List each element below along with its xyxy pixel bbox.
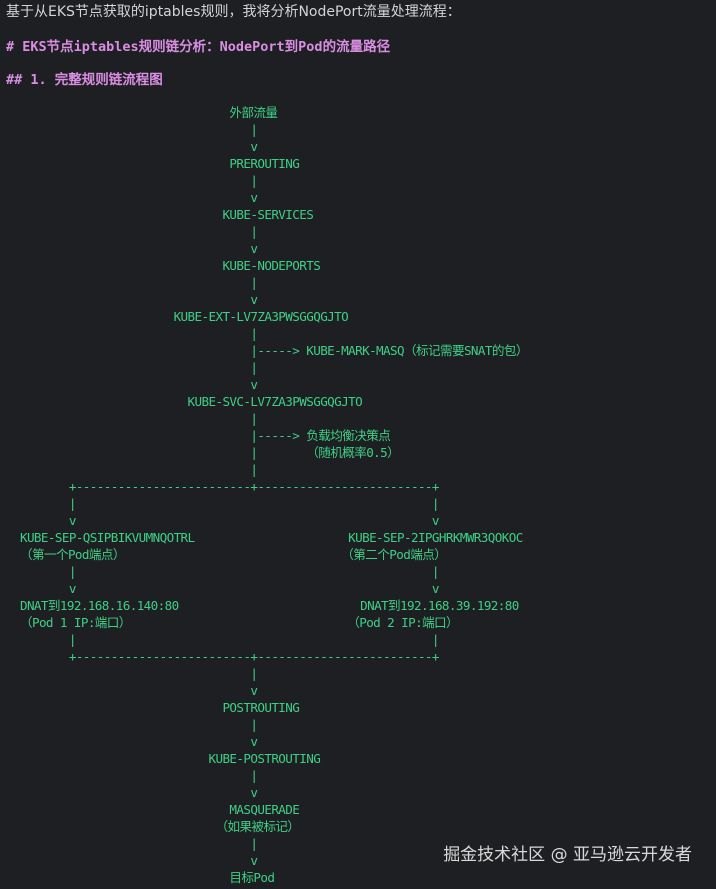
diagram-line: | [6, 666, 258, 681]
diagram-line: v [6, 785, 258, 800]
diagram-line: v v [6, 513, 440, 528]
diagram-line: v [6, 241, 258, 256]
diagram-line: KUBE-SEP-QSIPBIKVUMNQOTRL KUBE-SEP-2IPGH… [6, 530, 523, 545]
diagram-line: KUBE-SERVICES [6, 207, 314, 222]
diagram-line: 外部流量 [6, 105, 278, 120]
diagram-line: | | [6, 632, 440, 647]
diagram-line: v [6, 377, 258, 392]
diagram-line: MASQUERADE [6, 802, 300, 817]
diagram-line: | [6, 224, 258, 239]
diagram-line: v [6, 292, 258, 307]
diagram-line: v [6, 853, 258, 868]
diagram-line: （第一个Pod端点） （第二个Pod端点） [6, 547, 447, 562]
diagram-line: +-------------------------+-------------… [6, 649, 440, 664]
diagram-line: DNAT到192.168.16.140:80 DNAT到192.168.39.1… [6, 598, 519, 613]
diagram-line: v [6, 683, 258, 698]
diagram-line: （如果被标记） [6, 819, 300, 834]
diagram-line: | [6, 462, 258, 477]
diagram-line: KUBE-NODEPORTS [6, 258, 321, 273]
intro-text: 基于从EKS节点获取的iptables规则，我将分析NodePort流量处理流程… [6, 4, 461, 20]
diagram-line: | [6, 173, 258, 188]
diagram-line: KUBE-POSTROUTING [6, 751, 321, 766]
diagram-line: | | [6, 564, 440, 579]
diagram-line: |-----> KUBE-MARK-MASQ（标记需要SNAT的包） [6, 343, 528, 358]
diagram-line: |-----> 负载均衡决策点 [6, 428, 391, 443]
diagram-line: KUBE-SVC-LV7ZA3PWSGGQGJTO [6, 394, 363, 409]
diagram-line: | | [6, 496, 440, 511]
diagram-line: POSTROUTING [6, 700, 300, 715]
diagram-line: | [6, 768, 258, 783]
diagram-line: v [6, 139, 258, 154]
diagram-line: +-------------------------+-------------… [6, 479, 440, 494]
diagram-line: | [6, 411, 258, 426]
diagram-line: | [6, 326, 258, 341]
diagram-line: v [6, 734, 258, 749]
diagram-line: KUBE-EXT-LV7ZA3PWSGGQGJTO [6, 309, 349, 324]
diagram-line: | （随机概率0.5） [6, 445, 400, 460]
diagram-line: | [6, 836, 258, 851]
diagram-line: | [6, 122, 258, 137]
diagram-line: | [6, 717, 258, 732]
diagram-line: （Pod 1 IP:端口） （Pod 2 IP:端口） [6, 615, 459, 630]
flow-diagram: 外部流量 | v PREROUTING | v [6, 104, 529, 886]
diagram-line: v v [6, 581, 440, 596]
diagram-line: 目标Pod [6, 870, 275, 885]
heading-section-1: ## 1. 完整规则链流程图 [6, 72, 163, 88]
diagram-line: v [6, 190, 258, 205]
heading-main: # EKS节点iptables规则链分析：NodePort到Pod的流量路径 [6, 39, 391, 55]
diagram-line: PREROUTING [6, 156, 300, 171]
diagram-line: | [6, 360, 258, 375]
diagram-line: | [6, 275, 258, 290]
watermark: 掘金技术社区 @ 亚马逊云开发者 [443, 845, 692, 865]
